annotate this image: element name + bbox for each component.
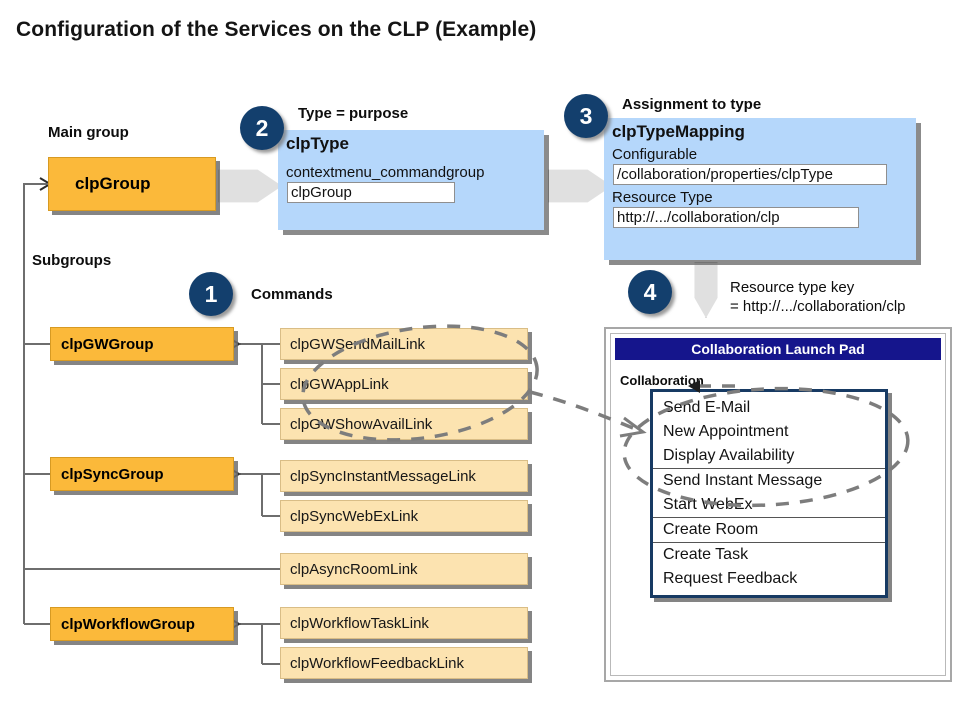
configurable-value-field[interactable]: /collaboration/properties/clpType bbox=[613, 164, 887, 185]
command-box-clpsyncwebexlink[interactable]: clpSyncWebExLink bbox=[280, 500, 528, 532]
panel-property-label: contextmenu_commandgroup bbox=[286, 164, 485, 181]
command-box-clpasyncroomlink[interactable]: clpAsyncRoomLink bbox=[280, 553, 528, 585]
command-box-clpworkflowfeedbacklink[interactable]: clpWorkflowFeedbackLink bbox=[280, 647, 528, 679]
command-box-clpgwapplink[interactable]: clpGWAppLink bbox=[280, 368, 528, 400]
collaboration-menu: Send E-Mail New Appointment Display Avai… bbox=[650, 389, 888, 598]
callout-step-2: 2 bbox=[240, 106, 284, 150]
page-title: Configuration of the Services on the CLP… bbox=[16, 18, 537, 41]
menu-item-request-feedback[interactable]: Request Feedback bbox=[663, 570, 798, 587]
menu-item-send-email[interactable]: Send E-Mail bbox=[663, 399, 751, 416]
group-box-label: clpSyncGroup bbox=[61, 465, 164, 483]
arrow-shape-type-to-mapping bbox=[548, 169, 612, 203]
type-purpose-label: Type = purpose bbox=[298, 105, 409, 122]
panel-property-value-field[interactable]: clpGroup bbox=[287, 182, 455, 203]
group-box-label: clpGroup bbox=[75, 174, 151, 193]
resource-type-label: Resource Type bbox=[612, 189, 713, 206]
callout-step-1: 1 bbox=[189, 272, 233, 316]
collaboration-launch-pad-window: Collaboration Launch Pad Collaboration S… bbox=[604, 327, 952, 682]
panel-title: clpType bbox=[286, 134, 349, 153]
menu-item-create-task[interactable]: Create Task bbox=[653, 542, 885, 567]
callout-step-4: 4 bbox=[628, 270, 672, 314]
panel-clptypemapping: clpTypeMapping Configurable /collaborati… bbox=[604, 118, 916, 260]
command-box-label: clpGWShowAvailLink bbox=[290, 415, 433, 433]
subgroups-label: Subgroups bbox=[32, 252, 112, 269]
command-box-label: clpAsyncRoomLink bbox=[290, 560, 418, 578]
command-box-label: clpWorkflowTaskLink bbox=[290, 614, 429, 632]
menu-item-send-instant-message[interactable]: Send Instant Message bbox=[653, 468, 885, 493]
panel-clptype: clpType contextmenu_commandgroup clpGrou… bbox=[278, 130, 544, 230]
command-box-clpsyncinstantmessagelink[interactable]: clpSyncInstantMessageLink bbox=[280, 460, 528, 492]
menu-item-create-room[interactable]: Create Room bbox=[653, 517, 885, 542]
command-box-label: clpSyncInstantMessageLink bbox=[290, 467, 476, 485]
callout-step-3: 3 bbox=[564, 94, 608, 138]
group-box-clpworkflowgroup[interactable]: clpWorkflowGroup bbox=[50, 607, 234, 641]
group-box-label: clpWorkflowGroup bbox=[61, 615, 195, 633]
command-box-label: clpWorkflowFeedbackLink bbox=[290, 654, 464, 672]
group-box-clpgwgroup[interactable]: clpGWGroup bbox=[50, 327, 234, 361]
group-box-label: clpGWGroup bbox=[61, 335, 154, 353]
commands-label: Commands bbox=[251, 286, 333, 303]
panel-title: clpTypeMapping bbox=[612, 122, 745, 141]
menu-item-new-appointment[interactable]: New Appointment bbox=[663, 423, 789, 440]
resource-type-key-note: Resource type key = http://.../collabora… bbox=[730, 278, 906, 316]
group-box-clpsyncgroup[interactable]: clpSyncGroup bbox=[50, 457, 234, 491]
command-box-clpgwsendmaillink[interactable]: clpGWSendMailLink bbox=[280, 328, 528, 360]
arrow-shape-group-to-type bbox=[218, 169, 282, 203]
menu-item-start-webex[interactable]: Start WebEx bbox=[663, 496, 753, 513]
resource-type-value-field[interactable]: http://.../collaboration/clp bbox=[613, 207, 859, 228]
window-titlebar: Collaboration Launch Pad bbox=[615, 338, 941, 360]
main-group-label: Main group bbox=[48, 124, 129, 141]
resource-type-key-line1: Resource type key bbox=[730, 279, 855, 296]
resource-type-key-line2: = http://.../collaboration/clp bbox=[730, 298, 906, 316]
window-title: Collaboration Launch Pad bbox=[691, 341, 865, 357]
menu-item-display-availability[interactable]: Display Availability bbox=[663, 447, 795, 464]
command-box-label: clpGWAppLink bbox=[290, 375, 389, 393]
group-box-clpgroup[interactable]: clpGroup bbox=[48, 157, 216, 211]
command-box-label: clpGWSendMailLink bbox=[290, 335, 426, 353]
window-inner-frame bbox=[610, 333, 946, 676]
command-box-clpworkflowtasklink[interactable]: clpWorkflowTaskLink bbox=[280, 607, 528, 639]
configurable-label: Configurable bbox=[612, 146, 698, 163]
arrow-shape-mapping-to-clp bbox=[694, 262, 718, 318]
command-box-label: clpSyncWebExLink bbox=[290, 507, 419, 525]
command-box-clpgwshowavaillink[interactable]: clpGWShowAvailLink bbox=[280, 408, 528, 440]
assignment-to-type-label: Assignment to type bbox=[622, 96, 762, 113]
collaboration-section-label: Collaboration bbox=[620, 373, 704, 388]
